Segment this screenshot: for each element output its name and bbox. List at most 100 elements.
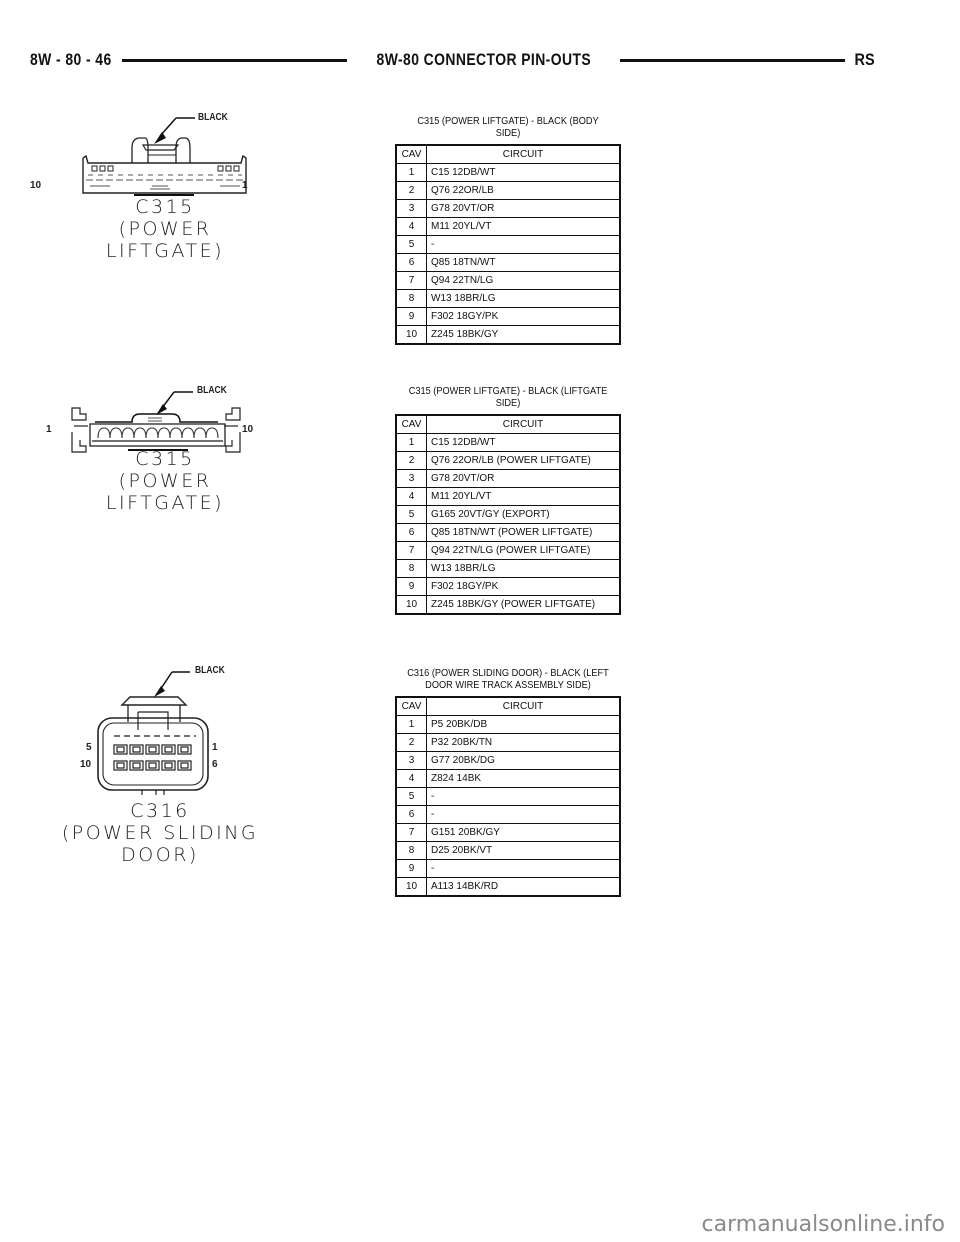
circuit-cell: Q85 18TN/WT (POWER LIFTGATE)	[426, 523, 621, 542]
connector-diagram-c316: BLACK 5 10 1 6 C316 (POWER SLIDING DOOR)	[50, 660, 270, 866]
column-header-circuit: CIRCUIT	[426, 144, 621, 164]
cav-cell: 3	[395, 199, 427, 218]
cav-cell: 3	[395, 469, 427, 488]
cav-cell: 10	[395, 325, 427, 345]
circuit-cell: D25 20BK/VT	[426, 841, 621, 860]
header-rule-left	[121, 58, 347, 62]
color-label: BLACK	[198, 112, 228, 123]
circuit-cell: G78 20VT/OR	[426, 469, 621, 488]
column-header-circuit: CIRCUIT	[426, 414, 621, 434]
table-row: 6-	[395, 805, 621, 824]
cav-cell: 5	[395, 235, 427, 254]
section-title: 8W-80 CONNECTOR PIN-OUTS	[376, 50, 591, 69]
cav-cell: 8	[395, 289, 427, 308]
cav-cell: 7	[395, 541, 427, 560]
circuit-cell: -	[426, 805, 621, 824]
watermark: carmanualsonline.info	[701, 1212, 945, 1237]
circuit-cell: -	[426, 859, 621, 878]
column-header-circuit: CIRCUIT	[426, 696, 621, 716]
circuit-cell: P5 20BK/DB	[426, 715, 621, 734]
table-row: 9-	[395, 859, 621, 878]
table-row: 5-	[395, 787, 621, 806]
circuit-cell: F302 18GY/PK	[426, 577, 621, 596]
connector-name: (POWER SLIDING DOOR)	[61, 822, 259, 866]
cav-cell: 1	[395, 715, 427, 734]
column-header-cav: CAV	[395, 414, 427, 434]
pin-label-left: 1	[46, 424, 52, 435]
cav-cell: 10	[395, 877, 427, 897]
circuit-cell: -	[426, 787, 621, 806]
connector-name: (POWER LIFTGATE)	[105, 470, 225, 514]
header-rule-right	[620, 58, 846, 62]
connector-id: C316	[130, 800, 190, 822]
connector-caption: C315 (POWER LIFTGATE)	[70, 448, 260, 514]
connector-c315-liftgate-drawing	[71, 391, 241, 453]
cav-cell: 2	[395, 733, 427, 752]
cav-cell: 2	[395, 451, 427, 470]
table-row: 5-	[395, 235, 621, 254]
circuit-cell: Z245 18BK/GY	[426, 325, 621, 345]
page-header: 8W - 80 - 46 8W-80 CONNECTOR PIN-OUTS RS	[30, 46, 875, 74]
connector-c315-body-drawing	[82, 117, 247, 196]
circuit-cell: A113 14BK/RD	[426, 877, 621, 897]
cav-cell: 6	[395, 523, 427, 542]
connector-diagram-c315-body: BLACK 10 1 C315 (POWER LIFTGATE)	[30, 108, 270, 262]
pin-label-right: 1	[242, 180, 248, 191]
connector-id: C315	[135, 448, 195, 470]
circuit-cell: Q76 22OR/LB (POWER LIFTGATE)	[426, 451, 621, 470]
pin-label-bottom-right: 6	[212, 759, 218, 770]
table-title: C316 (POWER SLIDING DOOR) - BLACK (LEFT …	[407, 668, 609, 691]
circuit-cell: W13 18BR/LG	[426, 289, 621, 308]
column-header-cav: CAV	[395, 144, 427, 164]
connector-name: (POWER LIFTGATE)	[105, 218, 225, 262]
pin-label-top-right: 1	[212, 742, 218, 753]
cav-cell: 5	[395, 787, 427, 806]
circuit-cell: Q94 22TN/LG (POWER LIFTGATE)	[426, 541, 621, 560]
cav-cell: 7	[395, 823, 427, 842]
color-label: BLACK	[195, 665, 225, 676]
pin-label-bottom-left: 10	[80, 759, 92, 770]
cav-cell: 3	[395, 751, 427, 770]
circuit-cell: W13 18BR/LG	[426, 559, 621, 578]
table-title: C315 (POWER LIFTGATE) - BLACK (BODY SIDE…	[417, 116, 599, 139]
cav-cell: 8	[395, 559, 427, 578]
circuit-cell: F302 18GY/PK	[426, 307, 621, 326]
cav-cell: 9	[395, 859, 427, 878]
color-label: BLACK	[197, 385, 227, 396]
circuit-cell: M11 20YL/VT	[426, 217, 621, 236]
circuit-cell: Q85 18TN/WT	[426, 253, 621, 272]
pinout-table-c315-liftgate: C315 (POWER LIFTGATE) - BLACK (LIFTGATE …	[395, 386, 621, 615]
cav-cell: 10	[395, 595, 427, 615]
cav-cell: 9	[395, 577, 427, 596]
model-code: RS	[854, 50, 876, 69]
connector-id: C315	[135, 196, 195, 218]
table-header-row: CAV CIRCUIT	[395, 696, 621, 716]
connector-caption: C316 (POWER SLIDING DOOR)	[45, 800, 275, 866]
circuit-cell: -	[426, 235, 621, 254]
circuit-cell: Z245 18BK/GY (POWER LIFTGATE)	[426, 595, 621, 615]
cav-cell: 5	[395, 505, 427, 524]
circuit-cell: C15 12DB/WT	[426, 433, 621, 452]
connector-diagram-c315-liftgate: BLACK 1 10 C315 (POWER LIFTGATE)	[46, 380, 270, 514]
cav-cell: 6	[395, 253, 427, 272]
circuit-cell: G78 20VT/OR	[426, 199, 621, 218]
pinout-table-c316: C316 (POWER SLIDING DOOR) - BLACK (LEFT …	[395, 668, 621, 897]
